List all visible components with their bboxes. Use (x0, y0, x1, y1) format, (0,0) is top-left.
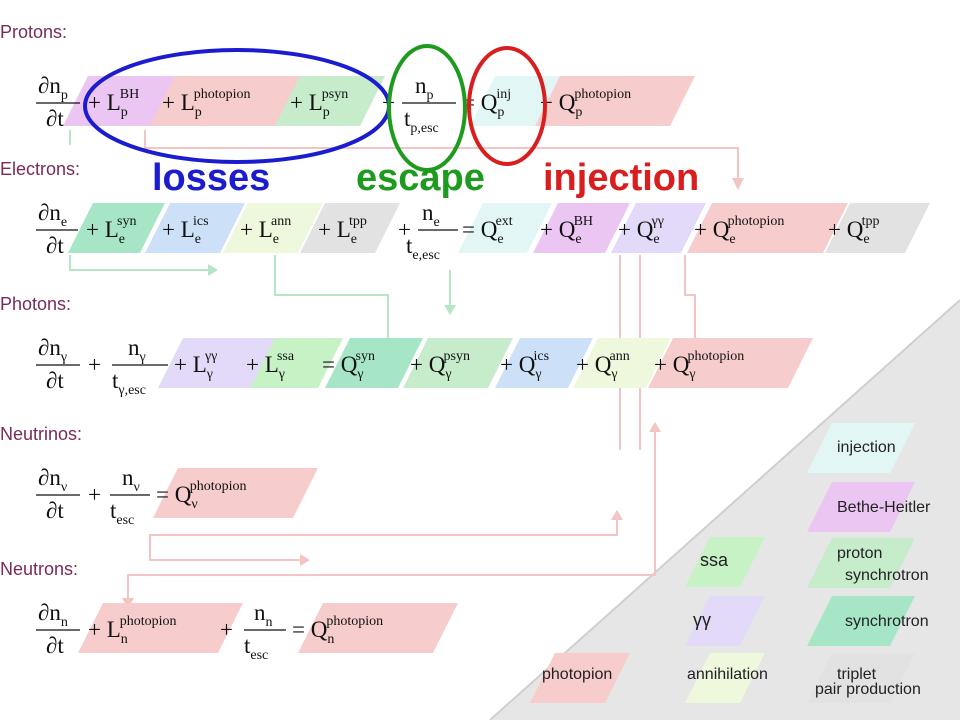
legend-swatch-ssa (685, 537, 765, 587)
legend-label-proton-synchrotron-2: synchrotron (845, 567, 929, 584)
svg-text:∂np: ∂np (38, 73, 68, 103)
box-proton-injection (470, 76, 562, 126)
svg-text:+: + (220, 617, 233, 642)
svg-text:∂ne: ∂ne (38, 200, 67, 230)
escape-ellipse (387, 44, 467, 172)
box-electron-triplet (825, 203, 930, 253)
electron-term-boxes (68, 203, 930, 253)
box-electron-gammagamma (611, 203, 706, 253)
legend-label-synchrotron: synchrotron (845, 613, 929, 630)
box-photon-proton-synchrotron (403, 338, 513, 388)
legend-swatches (530, 423, 915, 703)
species-label-neutrons: Neutrons: (0, 559, 79, 579)
legend-label-photopion: photopion (542, 666, 613, 683)
legend-label-ssa: ssa (700, 550, 729, 570)
legend-label-pair-production: pair production (815, 681, 921, 698)
box-photon-annihilation (573, 338, 671, 388)
species-label-photons: Photons: (0, 294, 72, 314)
box-neutrino-photopion (153, 468, 318, 518)
box-proton-photopion-production (535, 76, 695, 126)
svg-text:∂nn: ∂nn (38, 600, 68, 630)
injection-ellipse (467, 46, 547, 166)
legend-swatch-photopion (530, 653, 630, 703)
svg-text:np: np (415, 73, 434, 103)
svg-text:nn: nn (254, 600, 273, 630)
legend-swatch-gammagamma (685, 596, 765, 646)
neutron-term-boxes (78, 603, 458, 653)
svg-text:ne: ne (422, 200, 440, 230)
photopion-connectors (127, 130, 739, 600)
box-electron-annihilation-loss (223, 203, 323, 253)
box-electron-photopion (687, 203, 848, 253)
species-label-protons: Protons: (0, 22, 68, 42)
legend-label-triplet: triplet (837, 666, 877, 683)
proton-term-boxes (63, 76, 695, 126)
legend-swatch-synchrotron (807, 596, 915, 646)
box-proton-synchrotron-loss (275, 76, 385, 126)
box-electron-synchrotron-loss (68, 203, 165, 253)
box-electron-triplet-loss (300, 203, 400, 253)
svg-text:+: + (398, 217, 411, 242)
legend-label-annihilation: annihilation (687, 666, 768, 683)
box-photon-ssa-loss (250, 338, 343, 388)
svg-text:∂t: ∂t (46, 233, 64, 258)
legend-background-edge (489, 299, 960, 720)
box-photon-ics (495, 338, 593, 388)
synchrotron-arrowheads (208, 264, 456, 315)
svg-text:+: + (88, 482, 101, 507)
svg-text:tesc: tesc (110, 498, 134, 528)
species-label-electrons: Electrons: (0, 159, 81, 179)
legend-label-injection: injection (837, 439, 896, 456)
box-electron-bethe-heitler (533, 203, 630, 253)
legend-label-proton-synchrotron-1: proton (837, 545, 883, 562)
box-electron-injection (458, 203, 552, 253)
svg-text:nγ: nγ (128, 335, 146, 365)
svg-text:+: + (88, 352, 101, 377)
svg-text:∂t: ∂t (46, 633, 64, 658)
species-label-neutrinos: Neutrinos: (0, 424, 83, 444)
legend-swatch-triplet (807, 653, 915, 703)
annotation-losses: losses (152, 157, 271, 199)
photopion-arrowheads (122, 178, 744, 608)
svg-text:tp,esc: tp,esc (404, 106, 439, 136)
legend-swatch-injection (807, 423, 915, 473)
svg-text:∂nν: ∂nν (38, 465, 67, 495)
legend-swatch-bethe-heitler (807, 482, 915, 532)
annotation-escape: escape (356, 157, 485, 199)
box-electron-ics-loss (145, 203, 245, 253)
svg-text:∂nγ: ∂nγ (38, 335, 67, 365)
svg-text:nν: nν (122, 465, 140, 495)
legend-label-bethe-heitler: Bethe-Heitler (837, 499, 931, 516)
svg-text:te,esc: te,esc (406, 233, 440, 263)
legend-label-gammagamma: γγ (693, 610, 711, 630)
annotation-injection: injection (543, 157, 700, 199)
svg-text:tesc: tesc (244, 633, 268, 663)
box-photon-synchrotron (325, 338, 423, 388)
photon-term-boxes (158, 338, 813, 388)
box-proton-photopion-loss (150, 76, 305, 126)
svg-text:tγ,esc: tγ,esc (112, 368, 146, 398)
legend-swatch-annihilation (685, 653, 765, 703)
synchrotron-connectors (69, 130, 451, 340)
box-neutron-photopion-loss (78, 603, 243, 653)
box-neutron-photopion-production (298, 603, 458, 653)
legend-swatch-proton-synchrotron (807, 538, 915, 588)
svg-text:∂t: ∂t (46, 498, 64, 523)
svg-text:∂t: ∂t (46, 106, 64, 131)
box-photon-photopion (648, 338, 813, 388)
svg-text:∂t: ∂t (46, 368, 64, 393)
